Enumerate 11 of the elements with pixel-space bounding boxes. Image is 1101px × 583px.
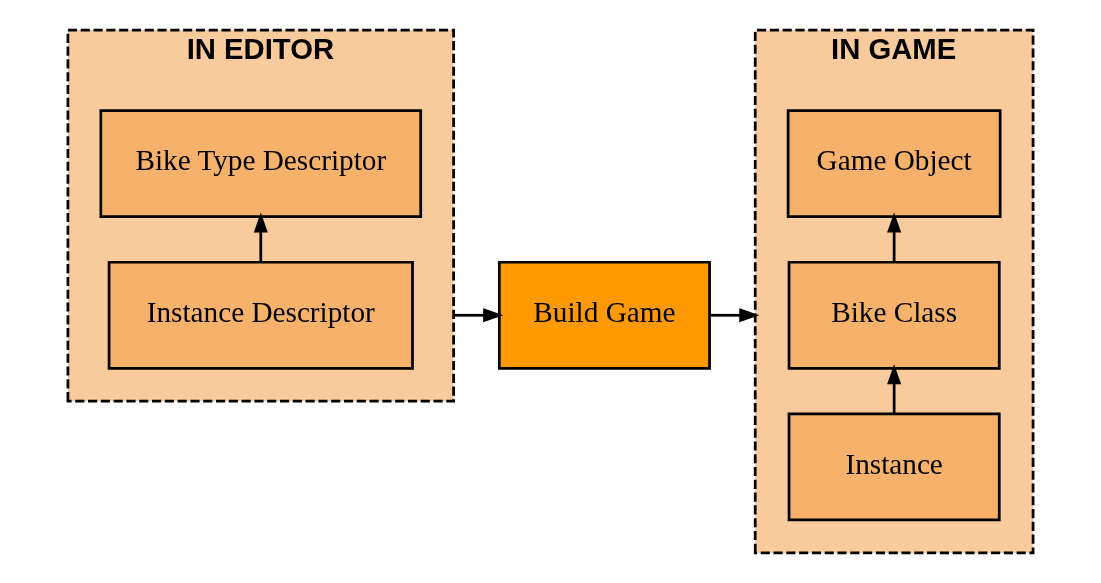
node-box: Game Object [786, 109, 1002, 218]
node-box: Bike Class [787, 260, 1001, 370]
node-box: Instance [787, 412, 1001, 522]
arrow [453, 308, 504, 323]
arrow [253, 212, 268, 262]
arrow [709, 308, 760, 323]
arrow [887, 364, 902, 414]
arrow [887, 212, 902, 262]
node-box: Bike Type Descriptor [99, 109, 423, 218]
node-box: Instance Descriptor [107, 260, 414, 370]
node-box: Build Game [497, 260, 711, 370]
